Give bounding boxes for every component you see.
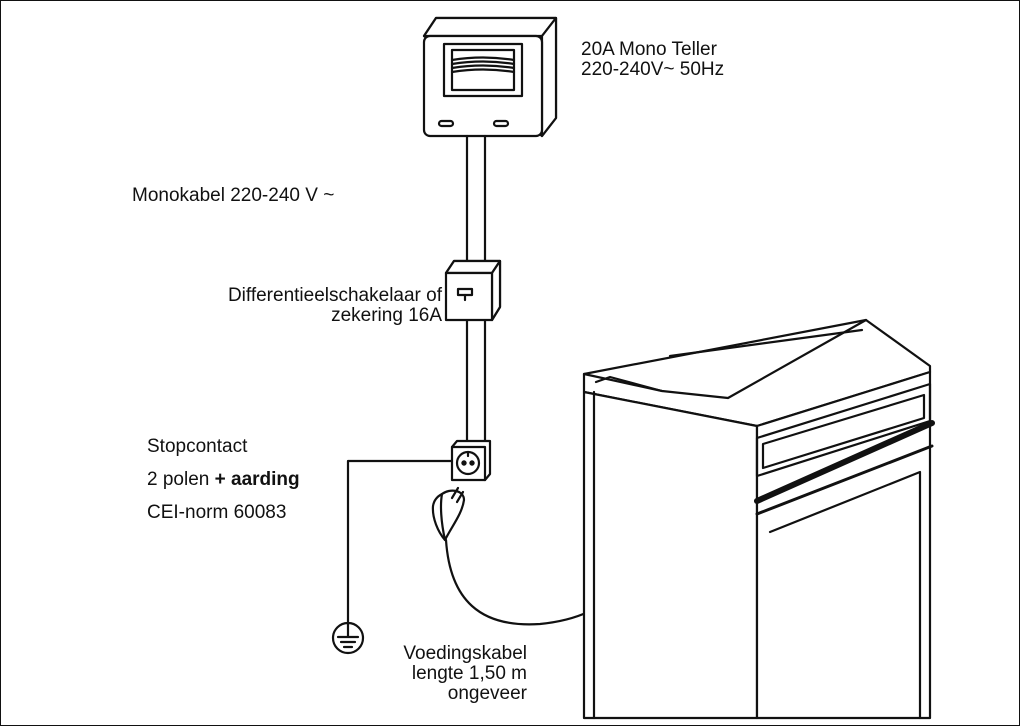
plug-icon: [431, 486, 466, 542]
breaker-label-line2: zekering 16A: [331, 305, 442, 326]
earth-ground-icon: [331, 621, 365, 655]
meter-icon: [422, 16, 558, 138]
socket-label-line1: Stopcontact: [147, 436, 248, 457]
supply-cable-label-line2: lengte 1,50 m: [411, 663, 527, 684]
breaker-box-icon: [444, 259, 502, 322]
meter-label-line1: 20A Mono Teller: [581, 39, 717, 60]
supply-cable-line: [444, 538, 590, 626]
supply-cable-label-line1: Voedingskabel: [403, 643, 527, 664]
breaker-label-line1: Differentieelschakelaar of: [227, 285, 442, 306]
meter-label-line2: 220-240V~ 50Hz: [581, 59, 725, 80]
socket-icon: [450, 439, 492, 482]
socket-earthing-text: + aarding: [214, 469, 300, 490]
earth-wire-line: [346, 459, 454, 624]
socket-label-line3: CEI-norm 60083: [147, 502, 287, 523]
mono-cable-line: [465, 134, 487, 446]
supply-cable-label-line3: ongeveer: [447, 683, 527, 704]
socket-poles-text: 2 polen: [147, 469, 215, 490]
mono-cable-label: Monokabel 220-240 V ~: [132, 185, 335, 206]
oven-icon: [582, 318, 935, 720]
socket-label-line2: 2 polen + aarding: [147, 470, 300, 490]
